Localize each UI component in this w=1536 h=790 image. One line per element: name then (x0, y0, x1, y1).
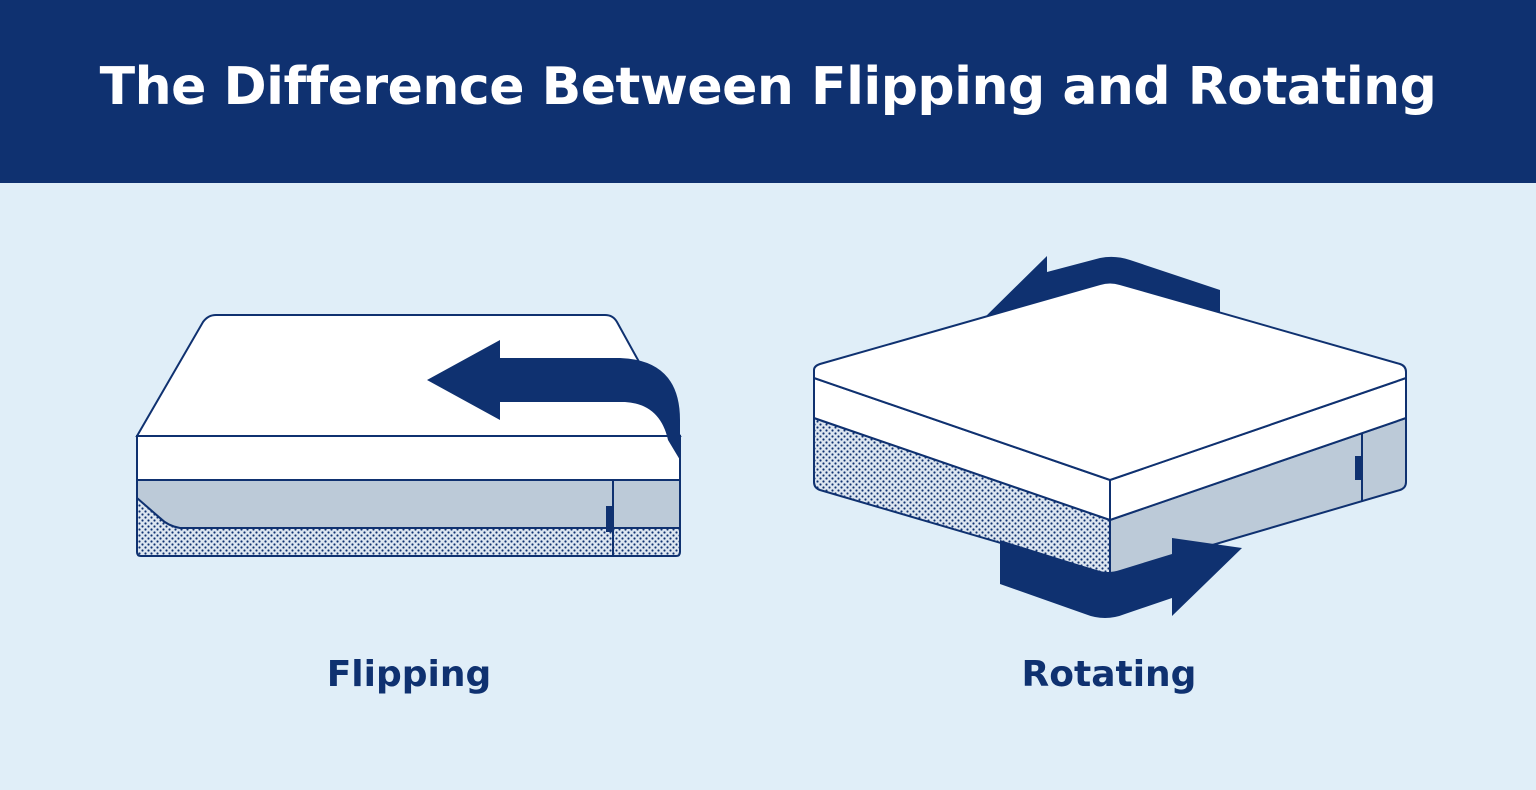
flip-mattress-handle (606, 506, 613, 532)
rotate-mattress-handle (1355, 456, 1362, 480)
mattress-flip-illustration (135, 314, 682, 557)
header-banner: The Difference Between Flipping and Rota… (0, 0, 1536, 183)
illustration-canvas (135, 256, 1407, 618)
rotate-mattress-right-side (1109, 416, 1407, 577)
mattress-rotate-illustration (813, 256, 1407, 618)
rotate-arrow-bottom-icon (1000, 538, 1242, 618)
rotating-label: Rotating (1021, 654, 1197, 695)
flip-arrow-icon (427, 340, 680, 460)
flipping-label: Flipping (326, 654, 492, 695)
flip-mattress-front-band (136, 435, 681, 481)
page-title: The Difference Between Flipping and Rota… (99, 56, 1437, 117)
rotate-mattress-top (813, 281, 1407, 482)
flip-mattress-top (135, 314, 682, 437)
flip-mattress-side-layer (136, 479, 681, 529)
